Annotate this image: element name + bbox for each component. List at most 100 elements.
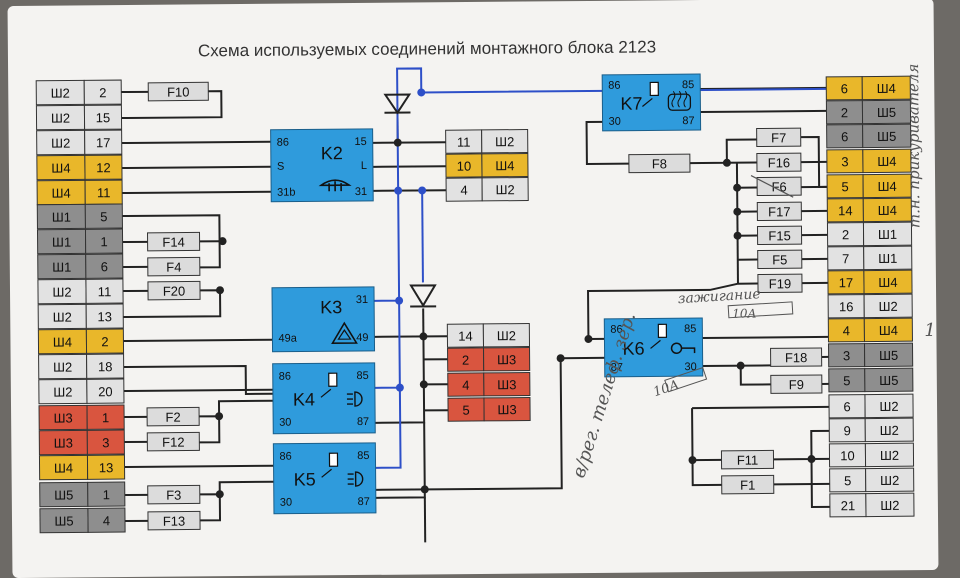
connector-label: 10 xyxy=(840,448,855,463)
blue-wire xyxy=(375,388,401,468)
fuse-label: F12 xyxy=(162,435,185,450)
connector-label: Ш2 xyxy=(53,360,72,375)
relay-name: K2 xyxy=(321,143,343,163)
fuse-f8: F8 xyxy=(629,154,690,173)
connector-label: Ш4 xyxy=(54,460,73,475)
wire xyxy=(122,192,271,193)
connector-label: 17 xyxy=(839,275,854,290)
connector-label: Ш4 xyxy=(51,161,70,176)
wire xyxy=(123,340,272,341)
junction-dot xyxy=(396,384,404,392)
wire xyxy=(741,365,771,384)
pin-label: Ш2 xyxy=(880,498,899,513)
fuse-label: F11 xyxy=(737,453,759,468)
pin-label: 2 xyxy=(101,334,108,349)
relay-pin: 86 xyxy=(279,451,291,463)
relay-pin: 49a xyxy=(278,333,297,345)
pin-label: 11 xyxy=(98,284,112,299)
relay-pin: 85 xyxy=(682,79,694,91)
fuse-f15: F15 xyxy=(757,226,801,244)
diagram-title: Схема используемых соединений монтажного… xyxy=(198,37,656,60)
fuse-f10: F10 xyxy=(148,82,208,101)
connector-label: 2 xyxy=(842,227,849,242)
relay-pin: 31b xyxy=(277,187,295,199)
connector-label: 4 xyxy=(843,323,850,338)
junction-dot xyxy=(557,354,565,362)
relay-pin: 30 xyxy=(280,497,292,509)
connector-label: Ш4 xyxy=(53,335,72,350)
left-connector-row: Ш2 15 xyxy=(36,105,121,130)
fuse-f9: F9 xyxy=(771,375,822,393)
pin-label: 20 xyxy=(98,384,113,399)
fuse-label: F13 xyxy=(163,514,186,529)
fuse-label: F15 xyxy=(768,228,791,243)
connector-label: 6 xyxy=(843,399,850,414)
relay-pin: 30 xyxy=(279,417,291,429)
connector-label: 3 xyxy=(841,154,848,169)
pin-label: 15 xyxy=(96,110,111,125)
connector-label: Ш2 xyxy=(52,285,71,300)
relay-name: K7 xyxy=(620,94,642,114)
left-connector-row: Ш2 18 xyxy=(39,354,124,379)
fuse-f13: F13 xyxy=(148,511,200,529)
relay-pin: 85 xyxy=(356,370,368,382)
relay-name: K4 xyxy=(293,389,315,409)
pin-label: Ш5 xyxy=(877,129,896,144)
pin-label: Ш4 xyxy=(879,323,898,338)
left-connector-row: Ш4 2 xyxy=(38,329,123,354)
fuse-label: F8 xyxy=(652,156,667,171)
relay-name: K3 xyxy=(320,297,342,317)
pin-label: Ш2 xyxy=(497,328,516,343)
wire xyxy=(125,466,274,467)
fuse-f17: F17 xyxy=(757,202,801,220)
wire xyxy=(373,166,446,167)
left-connector-row: Ш2 11 xyxy=(38,279,123,304)
fuse-f20: F20 xyxy=(148,281,200,299)
pin-label: Ш1 xyxy=(878,251,897,266)
connector-label: Ш2 xyxy=(51,111,70,126)
connector-label: 2 xyxy=(462,353,469,368)
relay-pin: 86 xyxy=(277,137,289,149)
pin-label: Ш1 xyxy=(878,227,897,242)
fuse-label: F3 xyxy=(166,488,181,503)
pin-label: 4 xyxy=(103,513,110,528)
fuse-label: F10 xyxy=(167,84,190,99)
relay-pin: 87 xyxy=(357,416,369,428)
coil-icon xyxy=(658,324,666,337)
wire xyxy=(773,431,829,459)
pin-label: Ш2 xyxy=(880,423,899,438)
wiring-diagram: Схема используемых соединений монтажного… xyxy=(8,0,939,578)
connector-label: 16 xyxy=(839,299,854,314)
junction-dot xyxy=(734,232,742,240)
blue-wire xyxy=(373,191,399,301)
wire xyxy=(700,111,826,112)
wire xyxy=(692,408,721,460)
coil-icon xyxy=(329,453,337,466)
fuse-label: F17 xyxy=(768,204,791,219)
note-mark: 1 xyxy=(924,320,936,341)
wire xyxy=(737,163,738,284)
fuse-label: F7 xyxy=(771,130,786,145)
fuse-label: F1 xyxy=(740,478,755,493)
pin-label: 18 xyxy=(98,359,113,374)
connector-label: Ш3 xyxy=(53,410,72,425)
diagram-sheet: Схема используемых соединений монтажного… xyxy=(8,0,939,578)
wire xyxy=(702,337,828,338)
